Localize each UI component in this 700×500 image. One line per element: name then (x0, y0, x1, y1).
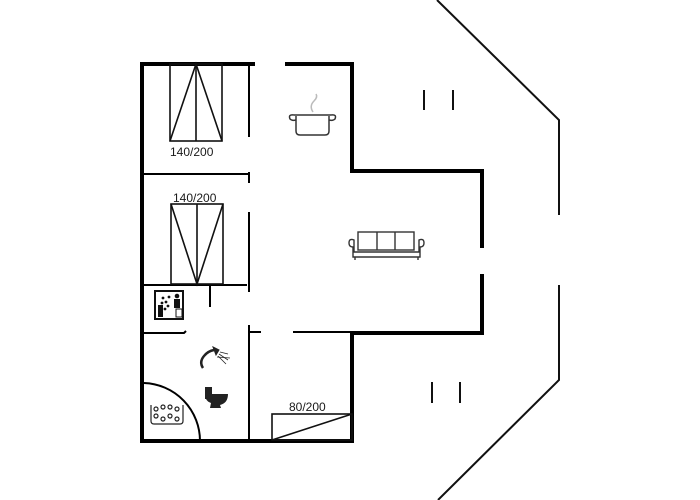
toilet-icon (205, 387, 228, 408)
cooking-pot-icon (288, 93, 337, 136)
sauna-icon (154, 290, 184, 320)
sofa-icon (348, 231, 425, 260)
terrace-outline (436, 0, 560, 500)
interior-walls (142, 64, 352, 441)
exterior-walls (140, 62, 484, 443)
bed-140-200-bedroom-1 (169, 61, 223, 142)
bed-140-200-bedroom-2 (170, 203, 224, 287)
bed-label-bedroom-1: 140/200 (170, 145, 214, 159)
bed-label-bedroom-3: 80/200 (289, 400, 326, 414)
whirlpool-icon (150, 404, 184, 425)
bed-80-200-bedroom-3 (271, 413, 353, 441)
bed-label-bedroom-2: 140/200 (173, 191, 217, 205)
whirlpool-bath (143, 382, 201, 442)
terrace-markers (423, 90, 461, 403)
shower-icon (200, 345, 231, 369)
